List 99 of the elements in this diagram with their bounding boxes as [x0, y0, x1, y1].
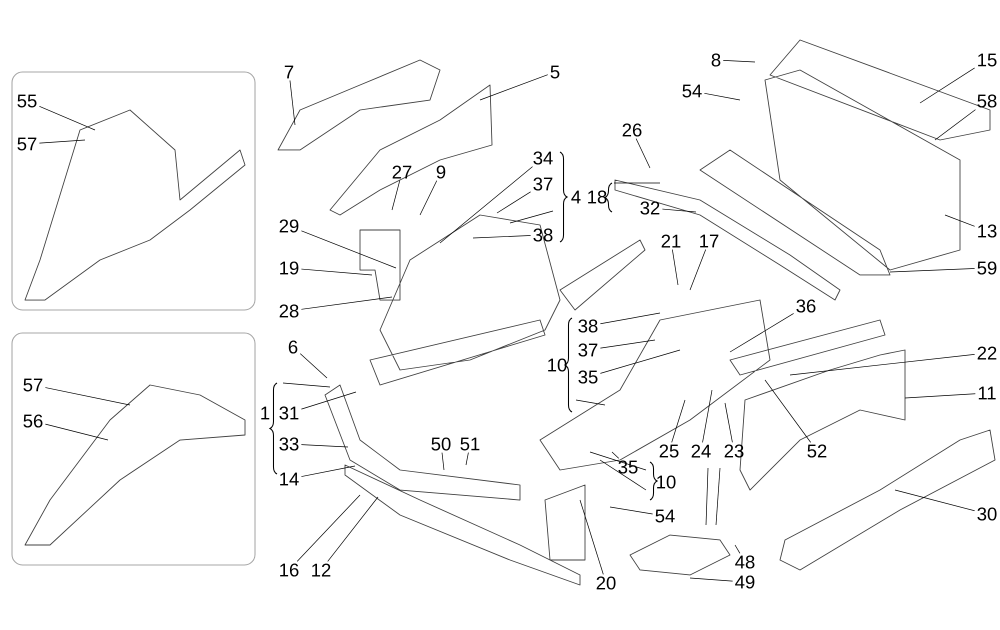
callout-number: 17	[700, 234, 718, 248]
leader-line	[612, 452, 620, 459]
leader-line	[327, 496, 378, 562]
leader-line	[420, 180, 438, 216]
callout-number: 51	[460, 438, 480, 450]
callout-number: 4	[571, 190, 581, 204]
callout-number: 37	[533, 177, 552, 191]
leader-line	[580, 500, 604, 575]
leader-line	[730, 313, 794, 352]
callout-number: 58	[977, 94, 996, 108]
leader-line	[920, 68, 975, 104]
leader-line	[904, 393, 976, 398]
leader-line	[300, 353, 328, 378]
callout-number: 7	[284, 66, 294, 78]
callout-number: 15	[978, 54, 996, 66]
callout-number: 57	[24, 378, 42, 392]
leader-line	[636, 138, 650, 168]
callout-number: 10	[657, 475, 676, 489]
callout-number: 59	[977, 261, 996, 275]
callout-number: 33	[279, 437, 298, 451]
leader-line	[496, 191, 531, 214]
leader-line	[480, 74, 548, 100]
leader-line	[440, 166, 533, 244]
callout-number: 20	[596, 576, 616, 590]
leader-line	[764, 380, 812, 443]
callout-number: 54	[682, 84, 702, 98]
callout-number: 27	[392, 166, 412, 178]
callout-number: 35	[618, 460, 638, 474]
callout-number: 57	[17, 138, 36, 150]
leader-line	[392, 180, 400, 210]
callout-number: 55	[17, 94, 36, 108]
callout-number: 11	[978, 386, 996, 400]
callout-number: 38	[578, 319, 598, 333]
leader-line	[600, 340, 656, 348]
callout-number: 31	[279, 406, 298, 420]
leader-line	[894, 490, 975, 512]
callout-number: 9	[436, 165, 446, 179]
leader-line	[944, 214, 975, 227]
leader-line	[290, 80, 296, 126]
callout-number: 35	[578, 370, 598, 384]
callout-number: 10	[548, 358, 567, 372]
callout-number: 8	[712, 53, 720, 67]
callout-number: 54	[656, 510, 675, 522]
leader-line	[722, 60, 756, 62]
leader-line	[934, 109, 976, 140]
callout-number: 29	[280, 219, 298, 233]
callout-number: 25	[660, 444, 678, 458]
callout-number: 12	[312, 564, 330, 576]
leader-line	[704, 92, 740, 100]
callout-number: 5	[550, 66, 560, 78]
leader-line	[39, 140, 86, 144]
callout-number: 22	[978, 346, 996, 360]
callout-number: 13	[978, 224, 996, 238]
leader-line	[301, 466, 356, 477]
leader-line	[790, 354, 975, 376]
callout-number: 52	[807, 444, 826, 458]
leader-line	[702, 390, 712, 443]
leader-line	[610, 506, 653, 514]
callout-number: 37	[578, 343, 598, 357]
callout-number: 28	[280, 304, 298, 318]
callout-number: 32	[640, 201, 660, 215]
callout-number: 16	[280, 563, 298, 577]
leader-line	[724, 402, 733, 443]
leader-line	[890, 268, 975, 272]
callout-number: 56	[24, 414, 42, 428]
callout-number: 36	[796, 299, 816, 313]
callout-number: 26	[622, 123, 642, 137]
callout-number: 49	[735, 575, 754, 589]
callout-number: 19	[280, 261, 298, 275]
leader-line	[301, 392, 356, 410]
callout-number: 30	[977, 507, 997, 521]
leader-line	[442, 452, 444, 470]
leader-line	[671, 400, 686, 443]
leader-line	[600, 312, 660, 324]
leader-line	[600, 350, 680, 374]
leader-line	[301, 268, 372, 276]
leader-line	[690, 578, 733, 582]
leader-line	[45, 387, 130, 406]
callout-number: 6	[288, 340, 298, 354]
leader-line	[301, 230, 396, 268]
callout-number: 50	[432, 437, 451, 451]
callout-number: 48	[735, 555, 754, 569]
callout-number: 18	[588, 190, 606, 204]
leader-line	[672, 249, 678, 286]
callout-number: 24	[692, 444, 711, 458]
leader-line	[662, 208, 696, 212]
callout-number: 34	[533, 151, 553, 165]
leader-line	[301, 296, 392, 310]
leader-line	[301, 444, 348, 448]
leader-line	[39, 106, 96, 130]
leader-line	[45, 424, 108, 440]
leader-line	[466, 452, 469, 466]
leader-line	[296, 494, 360, 562]
leader-line	[734, 544, 740, 554]
callout-number: 14	[280, 472, 299, 486]
callout-number: 21	[662, 234, 680, 248]
callout-number: 1	[261, 406, 270, 420]
leader-line	[472, 235, 531, 238]
leader-line	[690, 249, 706, 290]
